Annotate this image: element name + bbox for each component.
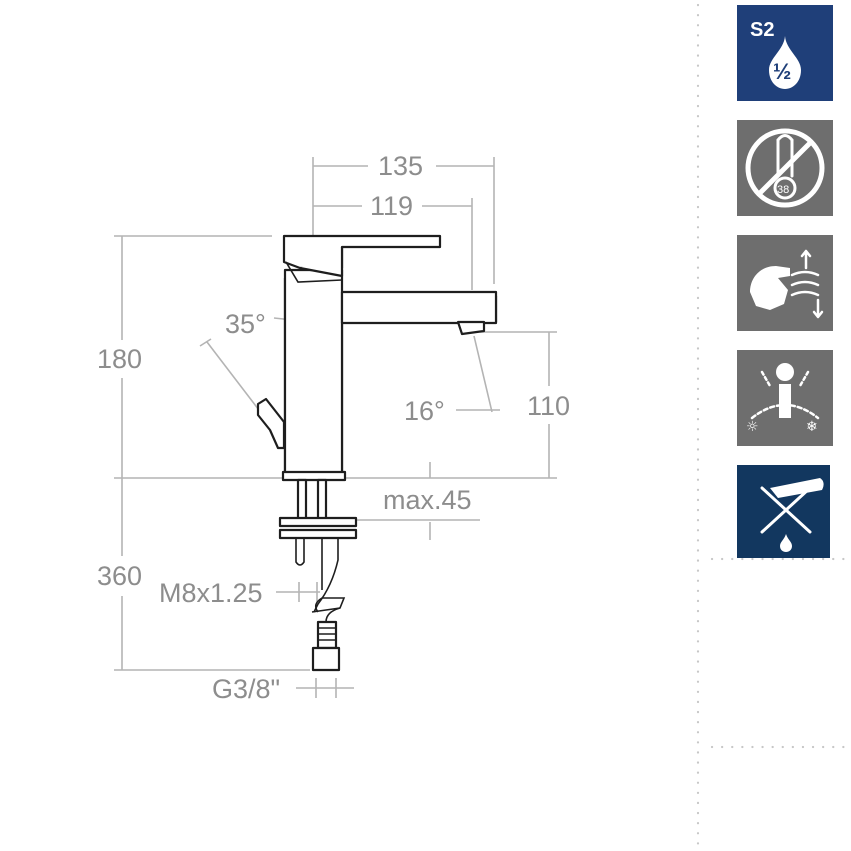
- flow-rate-s2-icon: S2 ½: [737, 5, 833, 101]
- width-spout-label: 119: [370, 191, 413, 221]
- height-total-label: 180: [97, 344, 142, 374]
- hot-cold-lever-icon: ☼ ❄: [737, 350, 833, 446]
- thermo-38-label: 38: [777, 184, 789, 196]
- s2-label: S2: [750, 19, 774, 41]
- connection-label: G3/8": [212, 674, 280, 704]
- half-label: ½: [773, 59, 791, 84]
- svg-text:❄: ❄: [806, 419, 818, 435]
- no-hose-icon: [737, 465, 830, 558]
- no-thermostat-icon: 38: [737, 120, 833, 216]
- svg-text:☼: ☼: [746, 419, 759, 435]
- lever-angle-label: 35°: [225, 309, 266, 339]
- max-thickness-label: max.45: [383, 485, 472, 515]
- below-length-label: 360: [97, 561, 142, 591]
- dimension-lines: [114, 157, 557, 698]
- width-total-label: 135: [378, 151, 423, 181]
- thread-label: M8x1.25: [159, 578, 263, 608]
- spout-height-label: 110: [527, 391, 570, 421]
- spray-angle-label: 16°: [404, 396, 445, 426]
- hand-flow-icon: [737, 235, 833, 331]
- faucet-outline: [256, 234, 498, 672]
